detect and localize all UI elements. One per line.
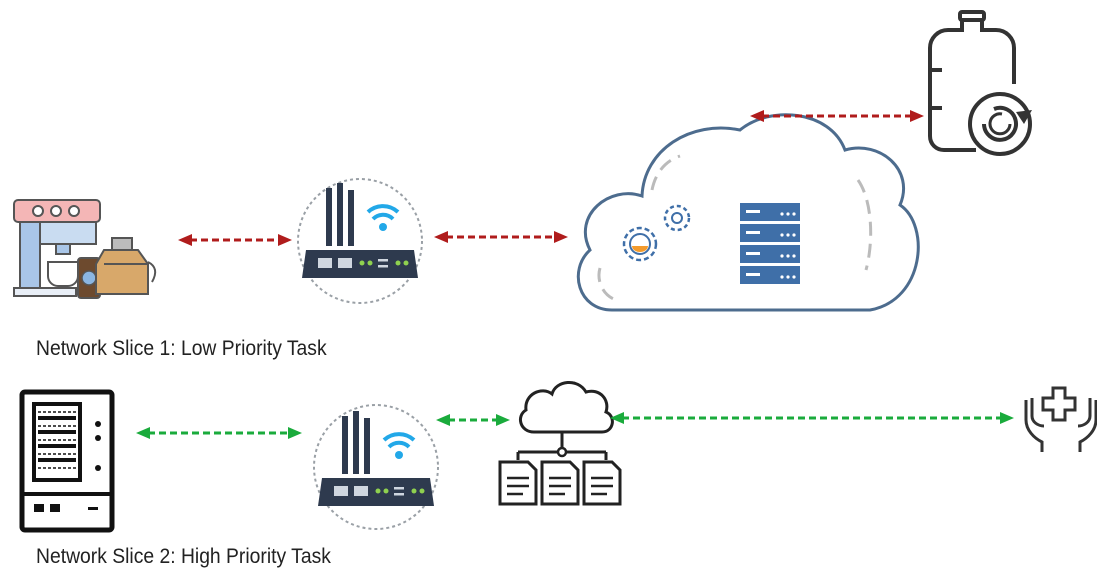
link-cloud-bottle <box>750 110 924 122</box>
link-edge-healthcare <box>610 412 1014 424</box>
link-coffee-router <box>178 234 292 246</box>
gear-icon <box>663 204 691 232</box>
link-router-edge <box>436 414 510 426</box>
link-router-cloud <box>434 231 568 243</box>
water-bottle-icon <box>928 10 1032 156</box>
cloud-server-icon <box>576 113 920 312</box>
vending-machine-icon <box>19 389 115 533</box>
document-icon <box>498 460 538 506</box>
document-icon <box>540 460 580 506</box>
coffee-machine-icon <box>13 199 157 299</box>
edge-cloud-icon <box>498 381 622 506</box>
refresh-icon <box>968 92 1032 156</box>
healthcare-icon <box>1024 386 1097 452</box>
slice-2-caption: Network Slice 2: High Priority Task <box>36 545 331 568</box>
slice-1-caption: Network Slice 1: Low Priority Task <box>36 337 327 360</box>
router-icon <box>313 404 439 530</box>
document-icon <box>582 460 622 506</box>
server-icon <box>740 203 800 284</box>
link-vending-router <box>136 427 302 439</box>
router-icon <box>297 178 423 304</box>
gear-icon <box>622 226 658 262</box>
